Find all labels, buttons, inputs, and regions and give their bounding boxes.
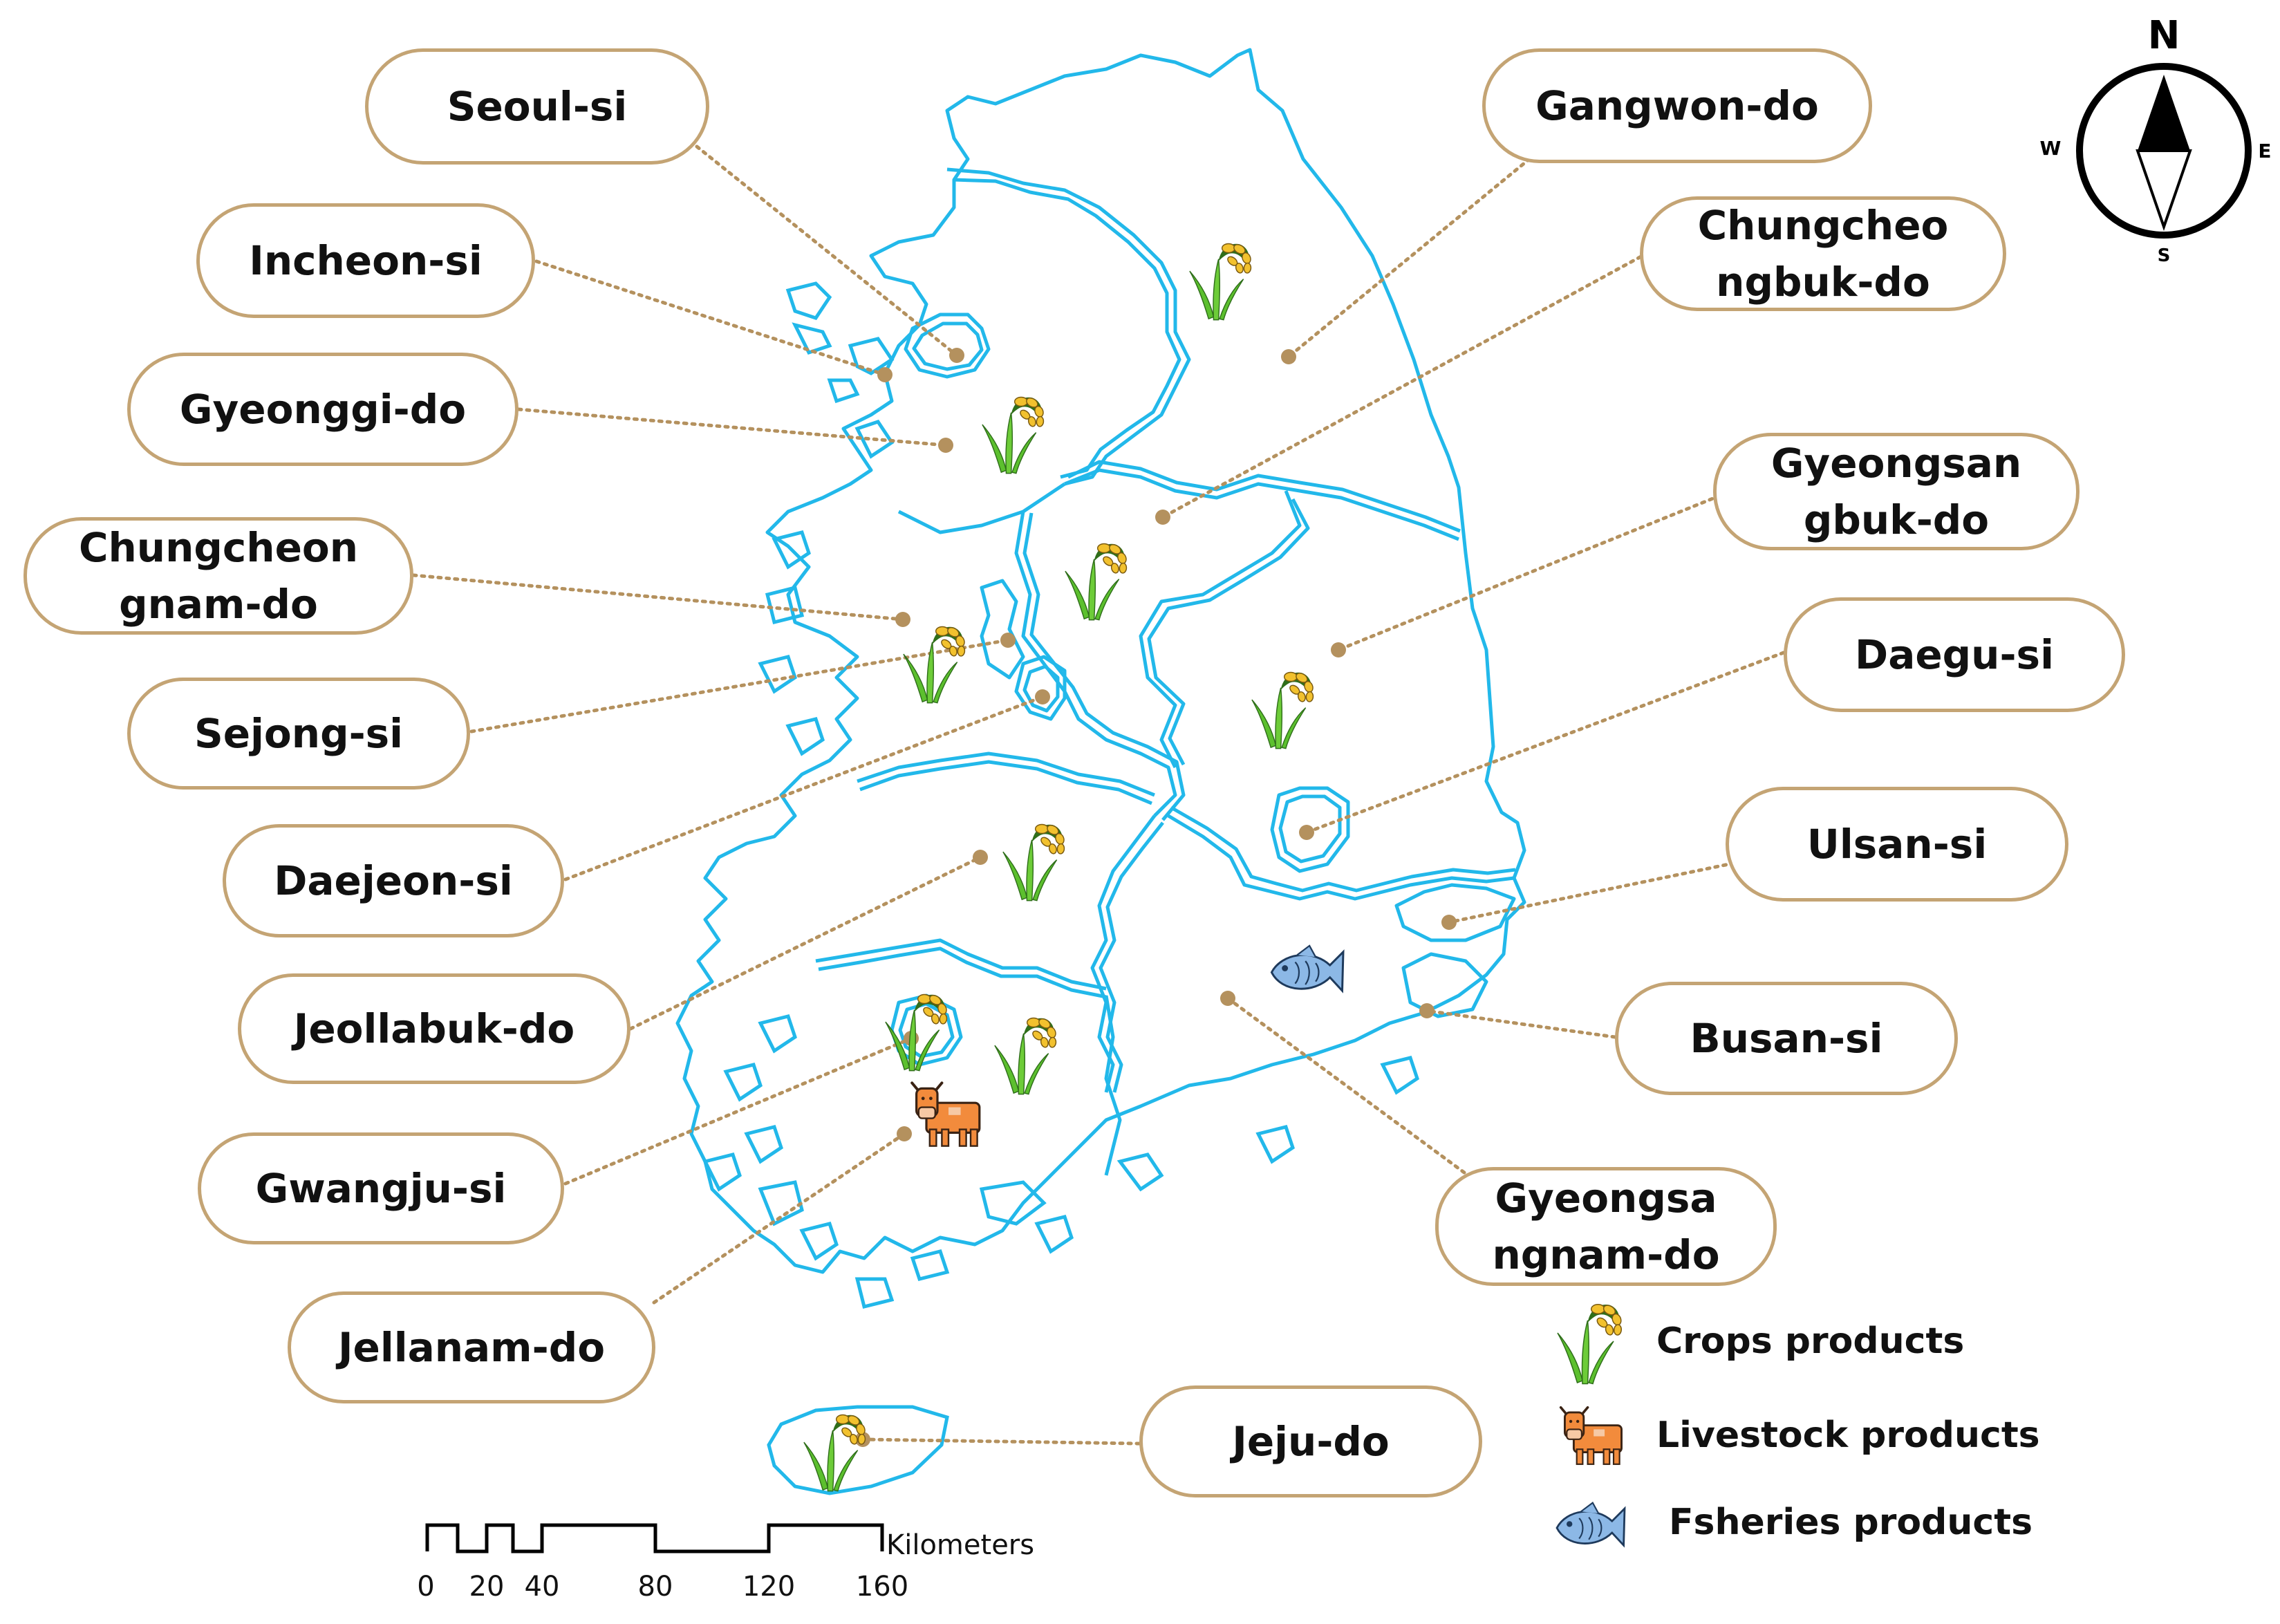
leader-line-incheon (534, 259, 887, 377)
label-incheon: Incheon-si (196, 203, 535, 318)
region-dot-daejeon (1035, 689, 1050, 704)
region-dot-jeonnam (897, 1126, 912, 1141)
crop-icon-gyeonggi (982, 395, 1045, 474)
scale-tick-20: 20 (469, 1571, 505, 1603)
compass-west: W (2040, 137, 2062, 160)
leader-line-sejong (469, 638, 1010, 734)
leader-line-daejeon (563, 695, 1045, 881)
crop-icon-chungbuk (1065, 542, 1128, 621)
region-dot-chungbuk (1155, 510, 1170, 525)
leader-line-chungnam (411, 573, 905, 622)
fish-icon-gyeongnam (1270, 944, 1345, 992)
legend-crops: Crops products (1656, 1320, 1965, 1362)
scale-unit: Kilometers (886, 1529, 1034, 1561)
crop-icon-gyeongbuk (1251, 671, 1315, 749)
legend-icons (1555, 1303, 1626, 1547)
leader-lines (411, 144, 1786, 1447)
leader-line-jeju (861, 1437, 1141, 1446)
region-dot-gyeongbuk (1331, 642, 1346, 657)
crop-icon-gangwon (1189, 242, 1253, 321)
scale-tick-160: 160 (856, 1571, 908, 1603)
label-sejong: Sejong-si (127, 678, 470, 790)
label-seoul: Seoul-si (365, 48, 709, 165)
region-dot-daegu (1299, 825, 1314, 840)
leader-line-busan (1425, 1009, 1617, 1039)
region-dot-busan (1419, 1003, 1435, 1018)
leader-line-gwangju (563, 1036, 913, 1186)
scale-tick-120: 120 (742, 1571, 795, 1603)
legend-fisheries: Fsheries products (1669, 1502, 2033, 1543)
legend-livestock: Livestock products (1656, 1415, 2040, 1456)
leader-line-ulsan (1447, 859, 1744, 924)
label-busan: Busan-si (1615, 982, 1958, 1095)
region-dot-seoul (949, 348, 964, 363)
leader-line-jeonnam (652, 1132, 906, 1305)
region-dot-sejong (1000, 633, 1016, 648)
leader-line-gangwon (1287, 151, 1538, 359)
region-dot-gyeonggi (938, 438, 953, 453)
label-gangwon: Gangwon-do (1482, 48, 1872, 163)
crop-icon-chungnam (903, 625, 966, 704)
scale-bar: Kilometers 0 20 40 80 120 160 (417, 1523, 1034, 1603)
scale-tick-0: 0 (417, 1571, 434, 1603)
region-dot-jeonbuk (973, 850, 988, 865)
label-chungnam: Chungcheon gnam-do (24, 517, 413, 635)
label-ulsan: Ulsan-si (1726, 787, 2068, 902)
legend-crop-icon (1557, 1303, 1623, 1385)
compass: N S E W (2040, 13, 2272, 266)
compass-south: S (2158, 245, 2171, 266)
cow-icon-jeonnam (912, 1083, 980, 1146)
leader-line-gyeongbuk (1336, 487, 1737, 652)
label-daegu: Daegu-si (1784, 597, 2125, 712)
legend-fish-icon (1555, 1502, 1626, 1547)
label-gyeonggi: Gyeonggi-do (127, 353, 518, 466)
leader-line-daegu (1305, 651, 1786, 834)
korea-outline (675, 48, 1526, 1274)
crop-icon-jeonnam (994, 1016, 1058, 1095)
region-dot-gyeongnam (1220, 991, 1235, 1006)
scale-tick-80: 80 (638, 1571, 673, 1603)
scale-tick-40: 40 (525, 1571, 560, 1603)
label-jeju: Jeju-do (1139, 1385, 1482, 1497)
compass-north: N (2148, 13, 2180, 58)
leader-line-chungbuk (1161, 247, 1657, 519)
leader-line-gyeonggi (516, 407, 948, 447)
label-gyeongbuk: Gyeongsan gbuk-do (1713, 433, 2080, 550)
label-gyeongnam: Gyeongsa ngnam-do (1435, 1167, 1777, 1286)
leader-line-seoul (695, 144, 959, 357)
region-dot-incheon (877, 367, 893, 382)
leader-line-jeonbuk (628, 855, 982, 1031)
crop-icon-jeonbuk (1002, 823, 1066, 902)
crop-icon-jeju (803, 1413, 867, 1492)
region-dot-gangwon (1281, 349, 1296, 364)
legend-livestock-icon (1559, 1406, 1623, 1466)
label-chungbuk: Chungcheo ngbuk-do (1640, 196, 2006, 311)
label-gwangju: Gwangju-si (198, 1132, 564, 1244)
label-jeonnam: Jellanam-do (288, 1291, 655, 1403)
compass-east: E (2258, 140, 2271, 162)
region-dot-chungnam (895, 612, 910, 627)
region-dot-ulsan (1441, 915, 1457, 930)
label-jeonbuk: Jeollabuk-do (238, 973, 630, 1084)
leader-line-gyeongnam (1226, 996, 1466, 1175)
label-daejeon: Daejeon-si (223, 824, 564, 937)
